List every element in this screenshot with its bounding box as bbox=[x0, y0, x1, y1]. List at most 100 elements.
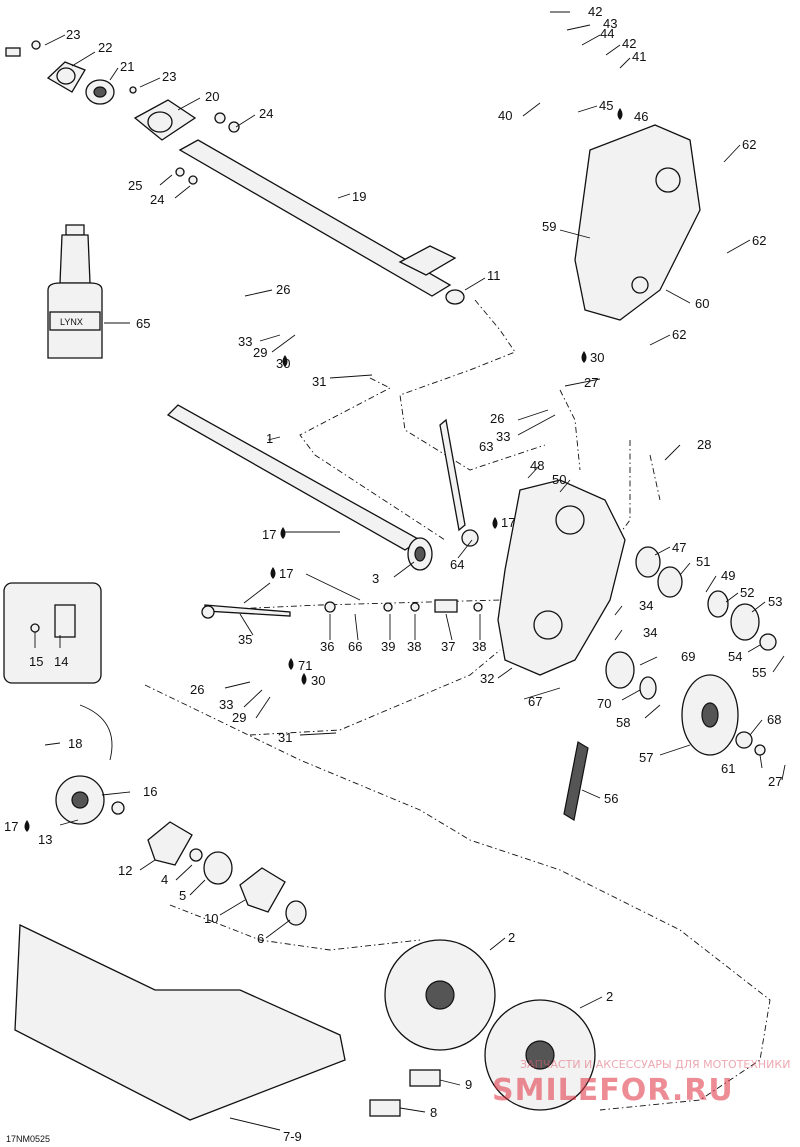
callout-62: 62 bbox=[752, 233, 766, 248]
callout-53: 53 bbox=[768, 594, 782, 609]
callout-12: 12 bbox=[118, 863, 132, 878]
callout-40: 40 bbox=[498, 108, 512, 123]
oil-drop-icon bbox=[301, 673, 307, 685]
callout-27: 27 bbox=[584, 375, 598, 390]
callout-58: 58 bbox=[616, 715, 630, 730]
callout-52: 52 bbox=[740, 585, 754, 600]
callout-11: 11 bbox=[487, 268, 501, 283]
callout-16: 16 bbox=[143, 784, 157, 799]
tensioner-assembly bbox=[201, 599, 483, 619]
callout-24: 24 bbox=[259, 106, 273, 121]
callout-30: 30 bbox=[311, 673, 325, 688]
oil-drop-icon bbox=[617, 108, 623, 120]
watermark: ЗАПЧАСТИ И АКСЕССУАРЫ ДЛЯ МОТОТЕХНИКИ SM… bbox=[492, 1058, 790, 1108]
callout-20: 20 bbox=[205, 89, 219, 104]
callout-30: 30 bbox=[276, 356, 290, 371]
callout-62: 62 bbox=[742, 137, 756, 152]
callout-23: 23 bbox=[66, 27, 80, 42]
callout-21: 21 bbox=[120, 59, 134, 74]
diagram-id: 17NM0525 bbox=[6, 1134, 50, 1144]
callout-4: 4 bbox=[161, 872, 168, 887]
oil-drop-icon bbox=[492, 517, 498, 529]
drive-shaft-lower bbox=[166, 404, 433, 571]
callout-33: 33 bbox=[219, 697, 233, 712]
callout-18: 18 bbox=[68, 736, 82, 751]
callout-67: 67 bbox=[528, 694, 542, 709]
callout-60: 60 bbox=[695, 296, 709, 311]
callout-24: 24 bbox=[150, 192, 164, 207]
drive-gears bbox=[605, 546, 777, 756]
callout-26: 26 bbox=[190, 682, 204, 697]
callout-32: 32 bbox=[480, 671, 494, 686]
callout-41: 41 bbox=[632, 49, 646, 64]
callout-17: 17 bbox=[501, 515, 515, 530]
callout-31: 31 bbox=[278, 730, 292, 745]
callout-63: 63 bbox=[479, 439, 493, 454]
callout-61: 61 bbox=[721, 761, 735, 776]
oil-drop-icon bbox=[288, 658, 294, 670]
callout-27: 27 bbox=[768, 774, 782, 789]
callout-26: 26 bbox=[490, 411, 504, 426]
callout-15: 15 bbox=[29, 654, 43, 669]
callout-69: 69 bbox=[681, 649, 695, 664]
drive-chain bbox=[563, 741, 589, 821]
callout-34: 34 bbox=[643, 625, 657, 640]
callout-13: 13 bbox=[38, 832, 52, 847]
oil-drop-icon bbox=[270, 567, 276, 579]
callout-39: 39 bbox=[381, 639, 395, 654]
callout-2: 2 bbox=[606, 989, 613, 1004]
bottle-brand-text: LYNX bbox=[60, 317, 83, 327]
callout-50: 50 bbox=[552, 472, 566, 487]
callout-2: 2 bbox=[508, 930, 515, 945]
callout-8: 8 bbox=[430, 1105, 437, 1120]
callout-35: 35 bbox=[238, 632, 252, 647]
callout-47: 47 bbox=[672, 540, 686, 555]
leader-lines bbox=[34, 11, 786, 1131]
callout-31: 31 bbox=[312, 374, 326, 389]
oil-drop-icon bbox=[280, 527, 286, 539]
callout-51: 51 bbox=[696, 554, 710, 569]
callout-5: 5 bbox=[179, 888, 186, 903]
callout-28: 28 bbox=[697, 437, 711, 452]
sensor-assembly bbox=[3, 582, 113, 825]
drive-sprockets bbox=[384, 939, 596, 1111]
callout-46: 46 bbox=[634, 109, 648, 124]
chaincase-housing bbox=[497, 479, 626, 676]
callout-38: 38 bbox=[407, 639, 421, 654]
oil-drop-icons bbox=[24, 108, 623, 832]
watermark-site: SMILEFOR.RU bbox=[492, 1073, 734, 1108]
drive-axle-upper bbox=[178, 139, 465, 305]
callout-22: 22 bbox=[98, 40, 112, 55]
callout-9: 9 bbox=[465, 1077, 472, 1092]
callout-65: 65 bbox=[136, 316, 150, 331]
chaincase-cover bbox=[574, 124, 701, 321]
callout-29: 29 bbox=[253, 345, 267, 360]
callout-43: 43 bbox=[603, 16, 617, 31]
lever-63 bbox=[439, 418, 479, 547]
callout-44: 44 bbox=[600, 26, 614, 41]
callout-59: 59 bbox=[542, 219, 556, 234]
callout-45: 45 bbox=[599, 98, 613, 113]
callout-7-9: 7-9 bbox=[283, 1129, 302, 1144]
callout-49: 49 bbox=[721, 568, 735, 583]
callout-25: 25 bbox=[128, 178, 142, 193]
oil-drop-icon bbox=[581, 351, 587, 363]
callout-56: 56 bbox=[604, 791, 618, 806]
lower-bearing-housing bbox=[111, 801, 307, 926]
track bbox=[14, 923, 441, 1121]
watermark-tagline: ЗАПЧАСТИ И АКСЕССУАРЫ ДЛЯ МОТОТЕХНИКИ bbox=[520, 1058, 790, 1071]
callout-33: 33 bbox=[496, 429, 510, 444]
callout-42: 42 bbox=[588, 4, 602, 19]
callout-34: 34 bbox=[639, 598, 653, 613]
callout-33: 33 bbox=[238, 334, 252, 349]
callout-54: 54 bbox=[728, 649, 742, 664]
callout-19: 19 bbox=[352, 189, 366, 204]
callout-23: 23 bbox=[162, 69, 176, 84]
callout-55: 55 bbox=[752, 665, 766, 680]
callout-57: 57 bbox=[639, 750, 653, 765]
callout-3: 3 bbox=[372, 571, 379, 586]
oil-bottle: LYNX bbox=[47, 224, 103, 359]
callout-66: 66 bbox=[348, 639, 362, 654]
callout-labels: 1 2 2 3 4 5 6 7-9 8 9 10 11 12 13 14 15 … bbox=[4, 4, 782, 1144]
